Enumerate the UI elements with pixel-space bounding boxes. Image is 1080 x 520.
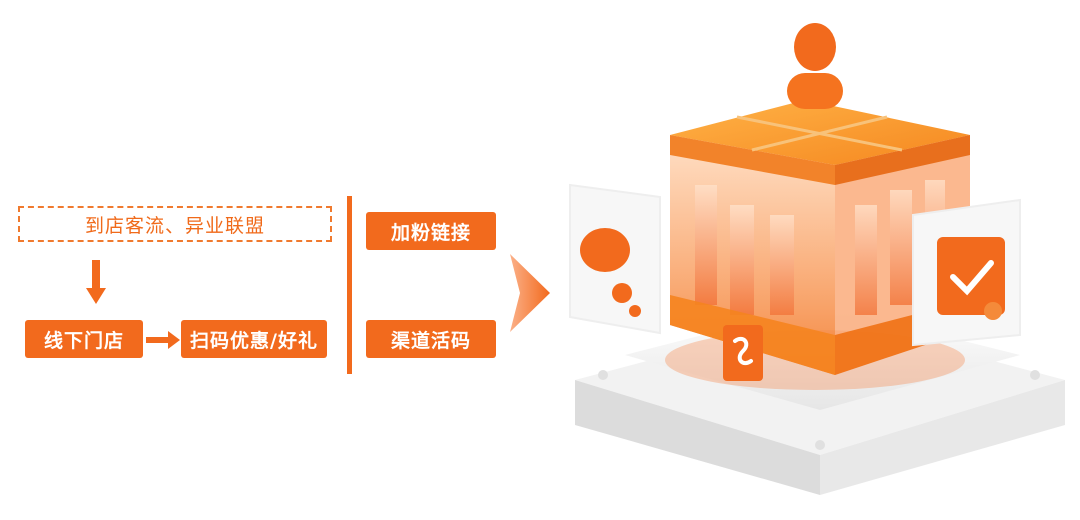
link-icon (723, 325, 763, 381)
source-traffic-box: 到店客流、异业联盟 (18, 206, 332, 242)
channel-code-box: 渠道活码 (366, 320, 496, 358)
source-traffic-label: 到店客流、异业联盟 (84, 214, 265, 237)
vertical-divider (347, 196, 352, 374)
offline-store-label: 线下门店 (43, 329, 124, 352)
channel-code-label: 渠道活码 (390, 329, 471, 352)
cube-illustration (569, 23, 1065, 495)
add-fans-link-box: 加粉链接 (366, 212, 496, 250)
offline-store-box: 线下门店 (25, 320, 143, 358)
scan-offer-box: 扫码优惠/好礼 (181, 320, 327, 358)
right-arrow-icon (146, 331, 180, 349)
person-icon (787, 23, 843, 109)
add-fans-link-label: 加粉链接 (390, 221, 471, 244)
check-user-icon (937, 237, 1005, 320)
down-arrow-icon (86, 260, 106, 304)
bear-icon (580, 228, 641, 317)
scan-offer-label: 扫码优惠/好礼 (190, 329, 318, 352)
big-chevron-arrow-icon (510, 254, 550, 332)
